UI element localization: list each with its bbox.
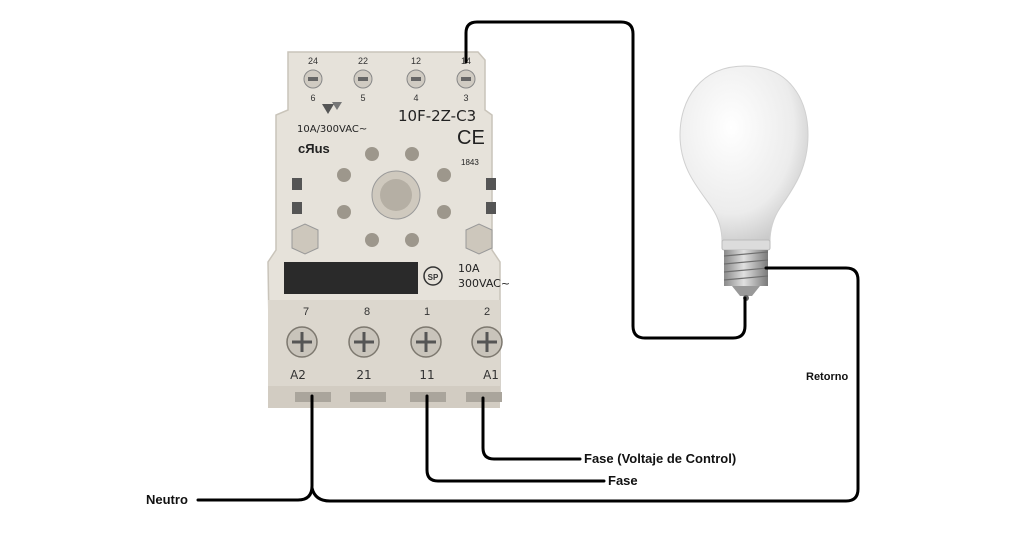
top-screws — [303, 69, 476, 89]
retorno-label: Retorno — [806, 371, 849, 383]
light-bulb-icon — [679, 65, 809, 301]
top-terminal-lower: 3 — [463, 93, 468, 103]
bottom-terminal-upper: 2 — [484, 306, 490, 318]
date-code: 1843 — [461, 158, 479, 167]
wire-fase-control — [481, 396, 582, 461]
bottom-terminal-lower: A2 — [290, 368, 306, 382]
bottom-terminal-lower: A1 — [483, 368, 499, 382]
label-bar — [284, 262, 418, 294]
wire-contact-to-bulb — [464, 20, 747, 340]
bottom-terminal-upper: 7 — [303, 306, 309, 318]
manufacturer-logo-icon — [322, 102, 342, 114]
wire-retorno — [310, 266, 860, 503]
ce-mark: CE — [457, 127, 485, 149]
csa-mark: SP — [428, 273, 439, 282]
top-terminal-upper: 22 — [358, 56, 368, 66]
model-label: 10F-2Z-C3 — [398, 107, 476, 125]
bottom-terminal-lower: 11 — [419, 368, 434, 382]
fase-label: Fase — [608, 473, 638, 488]
ul-mark: cЯus — [298, 141, 330, 156]
fase-control-label: Fase (Voltaje de Control) — [584, 451, 737, 466]
wire-neutro — [196, 394, 314, 502]
top-terminal-lower: 6 — [310, 93, 315, 103]
bottom-screws — [286, 326, 503, 358]
top-terminal-upper: 24 — [308, 56, 318, 66]
relay-socket: 24 22 12 14 6 5 4 3 10F-2Z-C3 10A/300VAC… — [267, 51, 510, 408]
top-terminal-lower: 5 — [360, 93, 365, 103]
wires — [196, 20, 860, 503]
socket-holes — [337, 147, 451, 247]
wire-fase — [425, 394, 606, 483]
csa-rating-line1: 10A — [458, 262, 480, 275]
rating-label: 10A/300VAC~ — [297, 124, 367, 135]
top-terminal-upper: 12 — [411, 56, 421, 66]
bottom-terminal-upper: 8 — [364, 306, 370, 318]
bottom-terminal-upper: 1 — [424, 306, 430, 318]
bottom-terminal-lower: 21 — [356, 368, 371, 382]
neutro-label: Neutro — [146, 492, 188, 507]
top-terminal-lower: 4 — [413, 93, 418, 103]
csa-rating-line2: 300VAC~ — [458, 277, 510, 290]
csa-mark-icon: SP — [423, 266, 443, 286]
